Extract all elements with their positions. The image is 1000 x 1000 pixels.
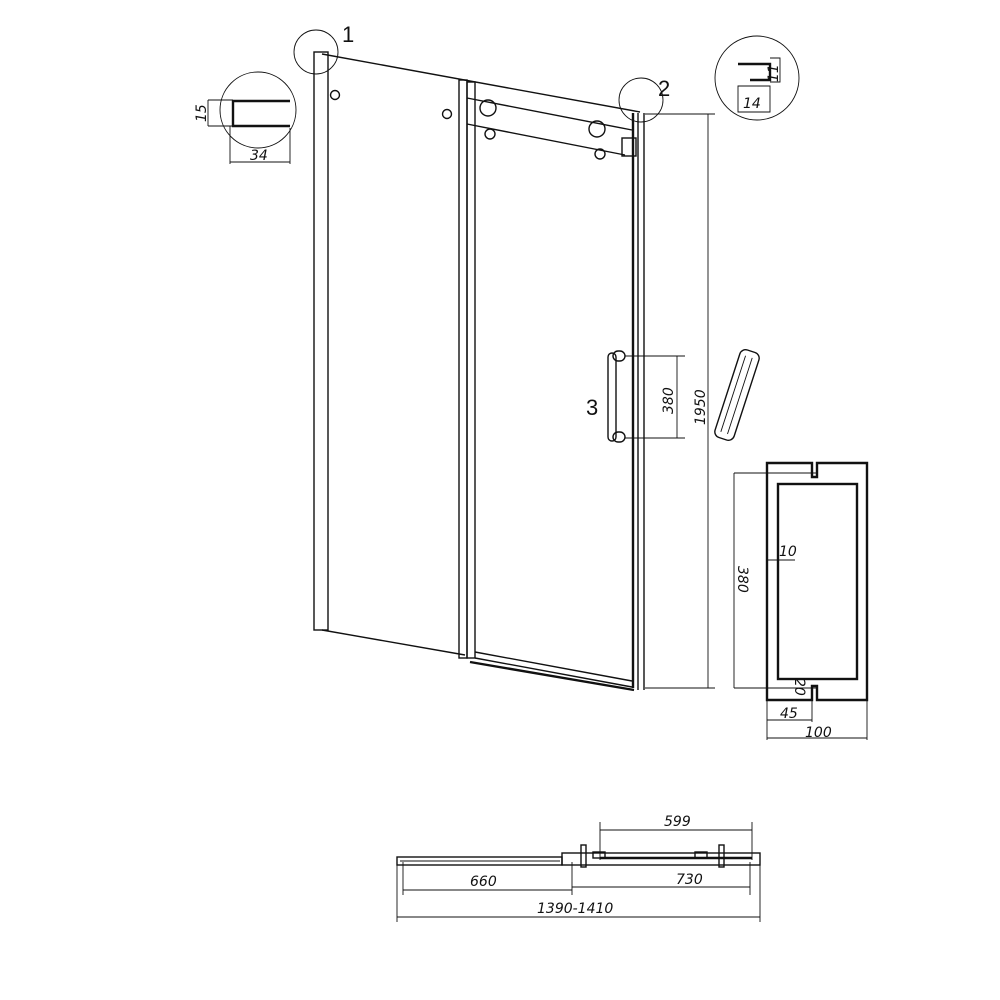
detail-1-profile <box>207 71 297 164</box>
handle-offset-dimension: 45 <box>780 706 798 722</box>
plan-view <box>396 822 761 922</box>
fixed-width-dimension: 660 <box>470 874 497 890</box>
handle-detail <box>733 461 869 740</box>
roller <box>588 120 606 138</box>
detail-1-width: 34 <box>250 148 268 164</box>
detail-2-profile <box>714 35 800 121</box>
total-height-dimension: 1950 <box>693 389 709 425</box>
handle-length-dimension: 380 <box>734 566 750 593</box>
callout-1-label: 1 <box>342 22 354 47</box>
detail-2-width: 14 <box>743 96 761 112</box>
callout-3-label: 3 <box>586 395 598 420</box>
handle-standoff-dimension: 20 <box>791 678 807 696</box>
roller <box>479 99 497 117</box>
handle-spacing-dimension: 380 <box>661 387 677 414</box>
door-width-dimension: 730 <box>676 872 703 888</box>
handle-depth-dimension: 100 <box>805 725 832 741</box>
fixing-hole <box>441 108 453 120</box>
handle-thickness-dimension: 10 <box>779 544 797 560</box>
fixing-hole <box>329 89 341 101</box>
door-handle <box>607 350 626 443</box>
door-travel-dimension: 599 <box>664 814 691 830</box>
handle-perspective <box>714 349 760 441</box>
detail-1-height: 15 <box>194 104 210 122</box>
detail-2-height: 11 <box>766 64 782 82</box>
callout-circle-1 <box>293 29 339 75</box>
total-width-dimension: 1390-1410 <box>537 901 613 917</box>
callout-2-label: 2 <box>658 76 670 101</box>
sliding-door <box>458 79 715 692</box>
callout-circle-2 <box>618 77 664 123</box>
fixed-panel <box>313 51 641 656</box>
